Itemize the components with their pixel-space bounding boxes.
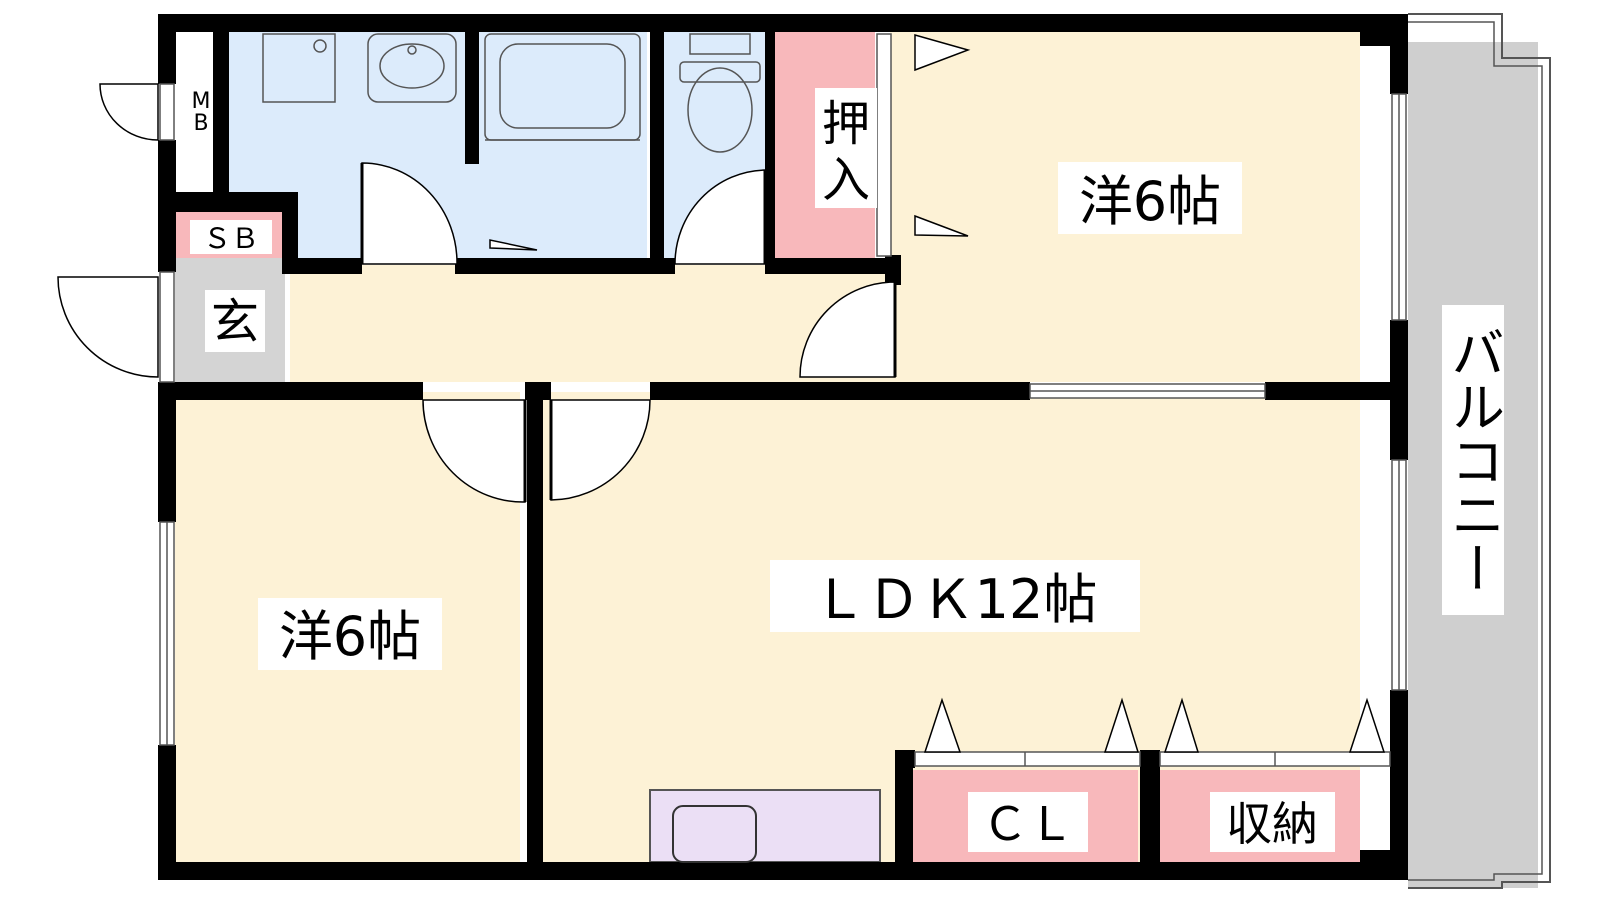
wall-mid-a [158, 382, 423, 400]
hallway-floor [290, 265, 890, 382]
wall-right-a [1390, 14, 1408, 94]
wall-wet-bottom-b [455, 258, 675, 274]
label-balcony: バルコニー [1442, 325, 1505, 595]
wall-right-c [1390, 690, 1408, 880]
label-meter-box-1: M [192, 89, 211, 114]
windows [159, 33, 1407, 767]
wall-bath-toilet [650, 14, 664, 274]
label-closet-cl: ＣＬ [982, 797, 1074, 851]
wall-left-lower-a [158, 382, 176, 522]
sliding-door-closet-upper [876, 33, 892, 257]
washing-machine-icon [262, 33, 336, 103]
wall-wash-bath [465, 14, 479, 164]
balcony-inner-outline [1408, 21, 1543, 881]
toilet-bowl-icon [687, 67, 753, 153]
label-western-room-lower: 洋6帖 [279, 605, 421, 668]
wall-toilet-closet [765, 14, 775, 274]
wall-bottom [158, 862, 1408, 880]
cl-doors-track [914, 751, 1141, 767]
wall-corner-b [1360, 850, 1390, 862]
label-storage: 収納 [1226, 797, 1318, 851]
mb-door-frame [159, 83, 175, 141]
fixtures [262, 33, 761, 863]
wall-left-lower-b [158, 745, 176, 880]
wall-top [158, 14, 1408, 32]
door-leaves [360, 163, 897, 502]
wall-sb-right [282, 192, 298, 267]
label-closet-upper-1: 押 [822, 96, 870, 152]
wall-cl-left [895, 750, 913, 880]
balcony-outline [1408, 13, 1551, 889]
door-ldk [550, 399, 651, 501]
door-mb [99, 83, 159, 141]
label-shoe-box: ＳＢ [203, 222, 259, 255]
door-toilet [674, 169, 766, 265]
room-labels: 洋6帖 洋6帖 ＬＤＫ12帖 バルコニー 押 入 ＣＬ 収納 玄 ＳＢ M B [190, 88, 1505, 852]
label-western-room-upper: 洋6帖 [1079, 170, 1221, 233]
wall-corner-a [1360, 30, 1390, 46]
door-washroom [361, 162, 458, 265]
wall-mid-d [1265, 382, 1408, 400]
label-entrance: 玄 [211, 294, 259, 350]
kitchen-sink-icon [672, 805, 757, 863]
folding-door-markers [489, 34, 1386, 753]
kitchen-counter [649, 789, 881, 863]
wall-mb-bottom [158, 192, 298, 212]
wall-cl-storage [1140, 750, 1160, 880]
bathroom-floor [471, 30, 647, 262]
wall-mid-c [650, 382, 1030, 400]
wall-wet-bottom-c [765, 258, 900, 274]
door-entrance [57, 276, 159, 378]
wall-cl-top [895, 750, 915, 768]
doors [57, 83, 896, 503]
washbasin-icon [367, 33, 457, 103]
label-ldk: ＬＤＫ12帖 [813, 568, 1098, 631]
wall-mb [213, 14, 229, 194]
wall-left-upper [158, 14, 176, 84]
wall-room-divider [527, 382, 543, 880]
wall-wet-bottom [282, 258, 362, 274]
toilet-tank-icon [689, 33, 751, 55]
door-western-upper [799, 281, 896, 378]
door-western-lower [422, 399, 526, 503]
entrance-side-window [159, 271, 175, 383]
label-meter-box-2: B [193, 111, 208, 136]
wall-closet-room [885, 255, 901, 285]
label-closet-upper-2: 入 [822, 152, 870, 208]
walls [158, 14, 1408, 880]
